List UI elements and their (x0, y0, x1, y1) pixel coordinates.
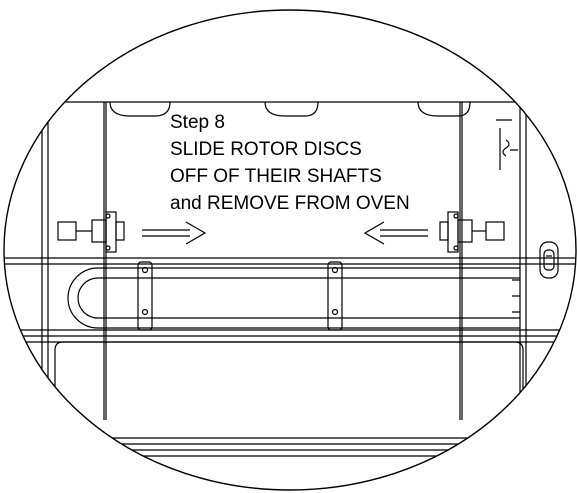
right-arrow (142, 221, 207, 245)
latch-icon (539, 241, 559, 279)
right-shaft-end (485, 221, 505, 241)
left-arrow (363, 221, 428, 245)
right-clip (502, 139, 510, 157)
top-tab-2 (264, 101, 319, 117)
step-label: Step 8 (170, 112, 225, 133)
top-tab-3 (417, 101, 471, 117)
instruction-caption: Step 8 SLIDE ROTOR DISCS OFF OF THEIR SH… (170, 109, 410, 217)
instruction-line-3: and REMOVE FROM OVEN (170, 193, 410, 214)
instruction-line-2: OFF OF THEIR SHAFTS (170, 166, 382, 187)
left-shaft-end (57, 221, 77, 241)
lower-panel (54, 341, 524, 420)
slot-track-inner (77, 277, 520, 319)
instruction-line-1: SLIDE ROTOR DISCS (170, 139, 362, 160)
left-track-clamp (137, 261, 153, 331)
slot-track-outer (67, 267, 520, 329)
right-track-clamp (327, 261, 343, 331)
detail-circle-border (3, 9, 577, 491)
top-tab-1 (109, 101, 171, 117)
